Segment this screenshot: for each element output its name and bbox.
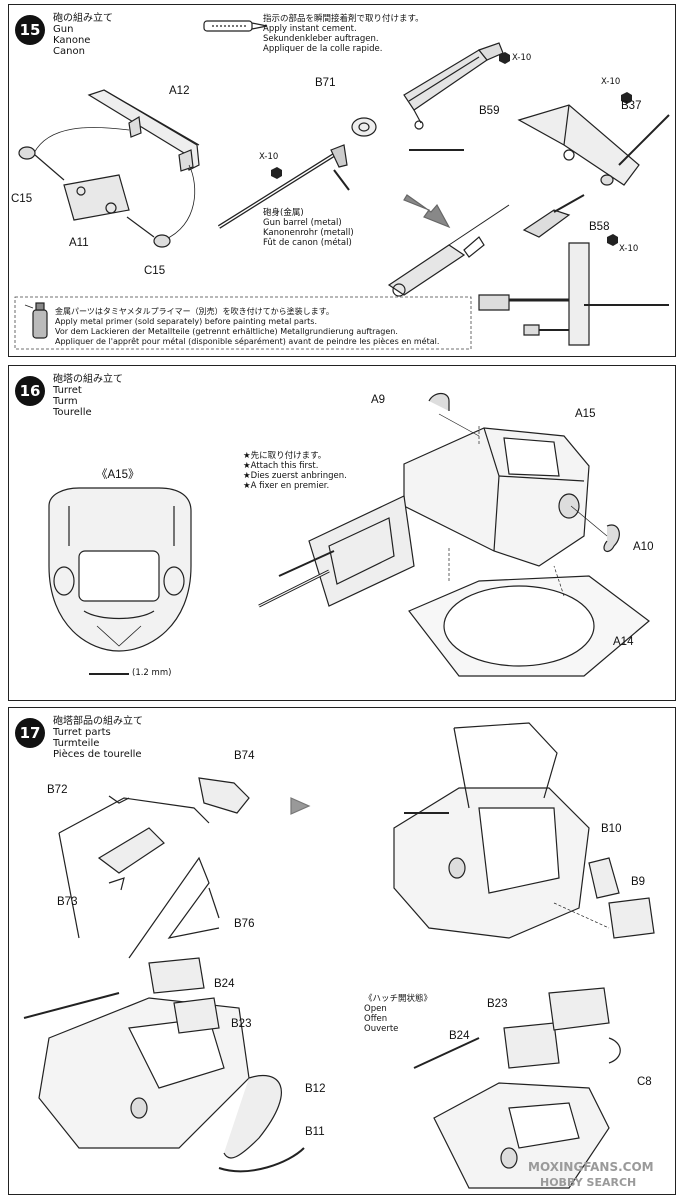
- step-title: 砲塔部品の組み立て Turret parts Turmteile Pièces …: [53, 716, 143, 760]
- screw-label: X-10: [619, 244, 639, 254]
- title-fr: Pièces de tourelle: [53, 749, 142, 760]
- part-label-a12: A12: [169, 85, 190, 97]
- barrel-note-line: Fût de canon (métal): [263, 238, 352, 248]
- step-title: 砲の組み立て Gun Kanone Canon: [53, 13, 113, 57]
- title-en: Turret: [53, 385, 82, 396]
- title-fr: Canon: [53, 46, 85, 57]
- title-de: Turm: [53, 396, 78, 407]
- barrel-note-line: Kanonenrohr (metall): [263, 228, 354, 238]
- cement-note-line: Sekundenkleber auftragen.: [263, 34, 379, 44]
- primer-note-line: Vor dem Lackieren der Metallteile (getre…: [55, 327, 398, 336]
- step-number-badge: 16: [15, 376, 45, 406]
- title-en: Gun: [53, 24, 74, 35]
- part-label-a9: A9: [371, 394, 386, 406]
- attach-first-note: ★先に取り付けます。 ★Attach this first. ★Dies zue…: [243, 451, 347, 491]
- primer-note-line: Appliquer de l'apprêt pour métal (dispon…: [55, 337, 440, 346]
- attach-note-line: ★A fixer en premier.: [243, 481, 330, 491]
- attach-note-line: ★先に取り付けます。: [243, 451, 327, 461]
- open-note-line: Ouverte: [364, 1024, 399, 1034]
- part-label-b73: B73: [57, 896, 78, 908]
- detail-label-a15: 《A15》: [96, 469, 140, 481]
- part-label-b23: B23: [231, 1018, 252, 1030]
- title-jp: 砲塔の組み立て: [53, 374, 123, 385]
- part-label-a11: A11: [69, 237, 89, 249]
- part-label-b72: B72: [47, 784, 68, 796]
- barrel-note: 砲身(金属) Gun barrel (metal) Kanonenrohr (m…: [263, 208, 354, 248]
- part-label-c15: C15: [144, 265, 166, 277]
- cement-note: 指示の部品を瞬間接着剤で取り付けます。 Apply instant cement…: [263, 14, 424, 54]
- title-jp: 砲の組み立て: [53, 13, 113, 24]
- step-title: 砲塔の組み立て Turret Turm Tourelle: [53, 374, 123, 418]
- part-label-b11: B11: [305, 1126, 325, 1138]
- part-label-a10: A10: [633, 541, 654, 553]
- title-en: Turret parts: [53, 727, 111, 738]
- title-de: Turmteile: [53, 738, 100, 749]
- part-label-c8: C8: [637, 1076, 652, 1088]
- part-label-b37: B37: [621, 100, 642, 112]
- screw-label: X-10: [601, 77, 621, 87]
- part-label-b59: B59: [479, 105, 500, 117]
- part-label-b24: B24: [214, 978, 235, 990]
- part-label-b9: B9: [631, 876, 646, 888]
- primer-note-line: Apply metal primer (sold separately) bef…: [55, 317, 318, 326]
- step-17-panel: 17 砲塔部品の組み立て Turret parts Turmteile Pièc…: [8, 707, 676, 1195]
- step-15-panel: 15 砲の組み立て Gun Kanone Canon 指示の部品を瞬間接着剤で取…: [8, 4, 676, 357]
- part-label-b23: B23: [487, 998, 508, 1010]
- title-fr: Tourelle: [53, 407, 92, 418]
- part-label-b12: B12: [305, 1083, 326, 1095]
- title-de: Kanone: [53, 35, 91, 46]
- cement-note-line: 指示の部品を瞬間接着剤で取り付けます。: [263, 14, 424, 24]
- step-16-panel: 16 砲塔の組み立て Turret Turm Tourelle 《A15》 (1…: [8, 365, 676, 701]
- attach-note-line: ★Attach this first.: [243, 461, 319, 471]
- title-jp: 砲塔部品の組み立て: [53, 716, 143, 727]
- step-number-badge: 15: [15, 15, 45, 45]
- watermark-line: MOXINGFANS.COM: [528, 1160, 654, 1174]
- drill-size-label: (1.2 mm): [132, 668, 172, 678]
- step-17-drawing: [23, 722, 655, 1189]
- step-16-drawing: [48, 392, 650, 677]
- metal-primer-note: 金属パーツはタミヤメタルプライマー（別売）を吹き付けてから塗装します。 Appl…: [55, 307, 467, 347]
- part-label-b24: B24: [449, 1030, 470, 1042]
- part-label-b74: B74: [234, 750, 255, 762]
- part-label-b10: B10: [601, 823, 622, 835]
- open-note-line: Open: [364, 1004, 387, 1014]
- part-label-c15: C15: [11, 193, 33, 205]
- step-number-badge: 17: [15, 718, 45, 748]
- open-note-line: Offen: [364, 1014, 388, 1024]
- step-15-drawing: [14, 20, 670, 350]
- cement-note-line: Appliquer de la colle rapide.: [263, 44, 383, 54]
- watermark-line: HOBBY SEARCH: [540, 1176, 637, 1189]
- barrel-note-line: Gun barrel (metal): [263, 218, 342, 228]
- screw-label: X-10: [259, 152, 279, 162]
- open-hatch-note: 《ハッチ開状態》 Open Offen Ouverte: [364, 994, 432, 1034]
- cement-note-line: Apply instant cement.: [263, 24, 357, 34]
- open-note-line: 《ハッチ開状態》: [364, 994, 433, 1004]
- part-label-a15: A15: [575, 408, 596, 420]
- primer-note-line: 金属パーツはタミヤメタルプライマー（別売）を吹き付けてから塗装します。: [55, 307, 334, 316]
- part-label-a14: A14: [613, 636, 634, 648]
- part-label-b76: B76: [234, 918, 255, 930]
- screw-label: X-10: [512, 53, 532, 63]
- attach-note-line: ★Dies zuerst anbringen.: [243, 471, 347, 481]
- part-label-b71: B71: [315, 77, 336, 89]
- part-label-b58: B58: [589, 221, 610, 233]
- barrel-note-line: 砲身(金属): [263, 208, 304, 218]
